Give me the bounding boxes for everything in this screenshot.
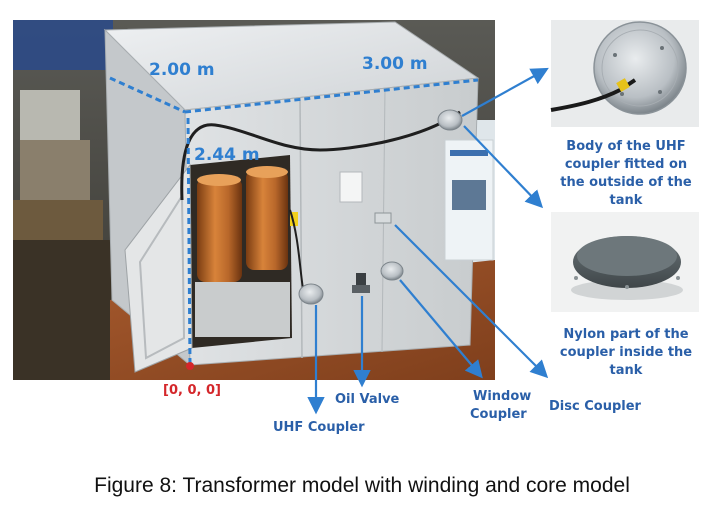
figure-caption: Figure 8: Transformer model with winding… <box>94 474 630 497</box>
callout-lines <box>307 67 549 415</box>
oil-valve <box>352 273 370 293</box>
disc-coupler <box>374 212 392 224</box>
open-door <box>124 163 193 373</box>
photo-body-caption-line2: coupler fitted on <box>565 157 687 172</box>
label-oil-valve: Oil Valve <box>335 392 400 407</box>
photo-body-caption-line1: Body of the UHF <box>566 139 685 154</box>
dimension-lines <box>109 76 479 370</box>
uhf-coupler <box>298 283 324 305</box>
window-coupler <box>380 261 404 281</box>
label-disc-coupler: Disc Coupler <box>549 399 642 414</box>
label-window-coupler-line2: Coupler <box>470 407 527 422</box>
photo-body-caption-line4: tank <box>610 193 643 208</box>
uhf-coupler-body <box>437 109 463 131</box>
origin-marker <box>186 362 194 370</box>
photo-body-caption-line3: the outside of the <box>560 175 692 190</box>
main-photo <box>13 20 495 380</box>
label-uhf-coupler: UHF Coupler <box>273 420 365 435</box>
photo-coupler-body <box>550 20 699 127</box>
dimension-width-label: 2.00 m <box>149 60 215 80</box>
dimension-height-label: 2.44 m <box>194 145 260 165</box>
photo-nylon-part <box>551 212 699 312</box>
label-window-coupler-line1: Window <box>473 389 531 404</box>
photo-nylon-caption-line2: coupler inside the <box>560 345 692 360</box>
photo-nylon-caption-line3: tank <box>610 363 643 378</box>
dimension-length-label: 3.00 m <box>362 54 428 74</box>
origin-label: [0, 0, 0] <box>163 383 221 398</box>
windings <box>195 166 290 337</box>
photo-nylon-caption-line1: Nylon part of the <box>563 327 688 342</box>
